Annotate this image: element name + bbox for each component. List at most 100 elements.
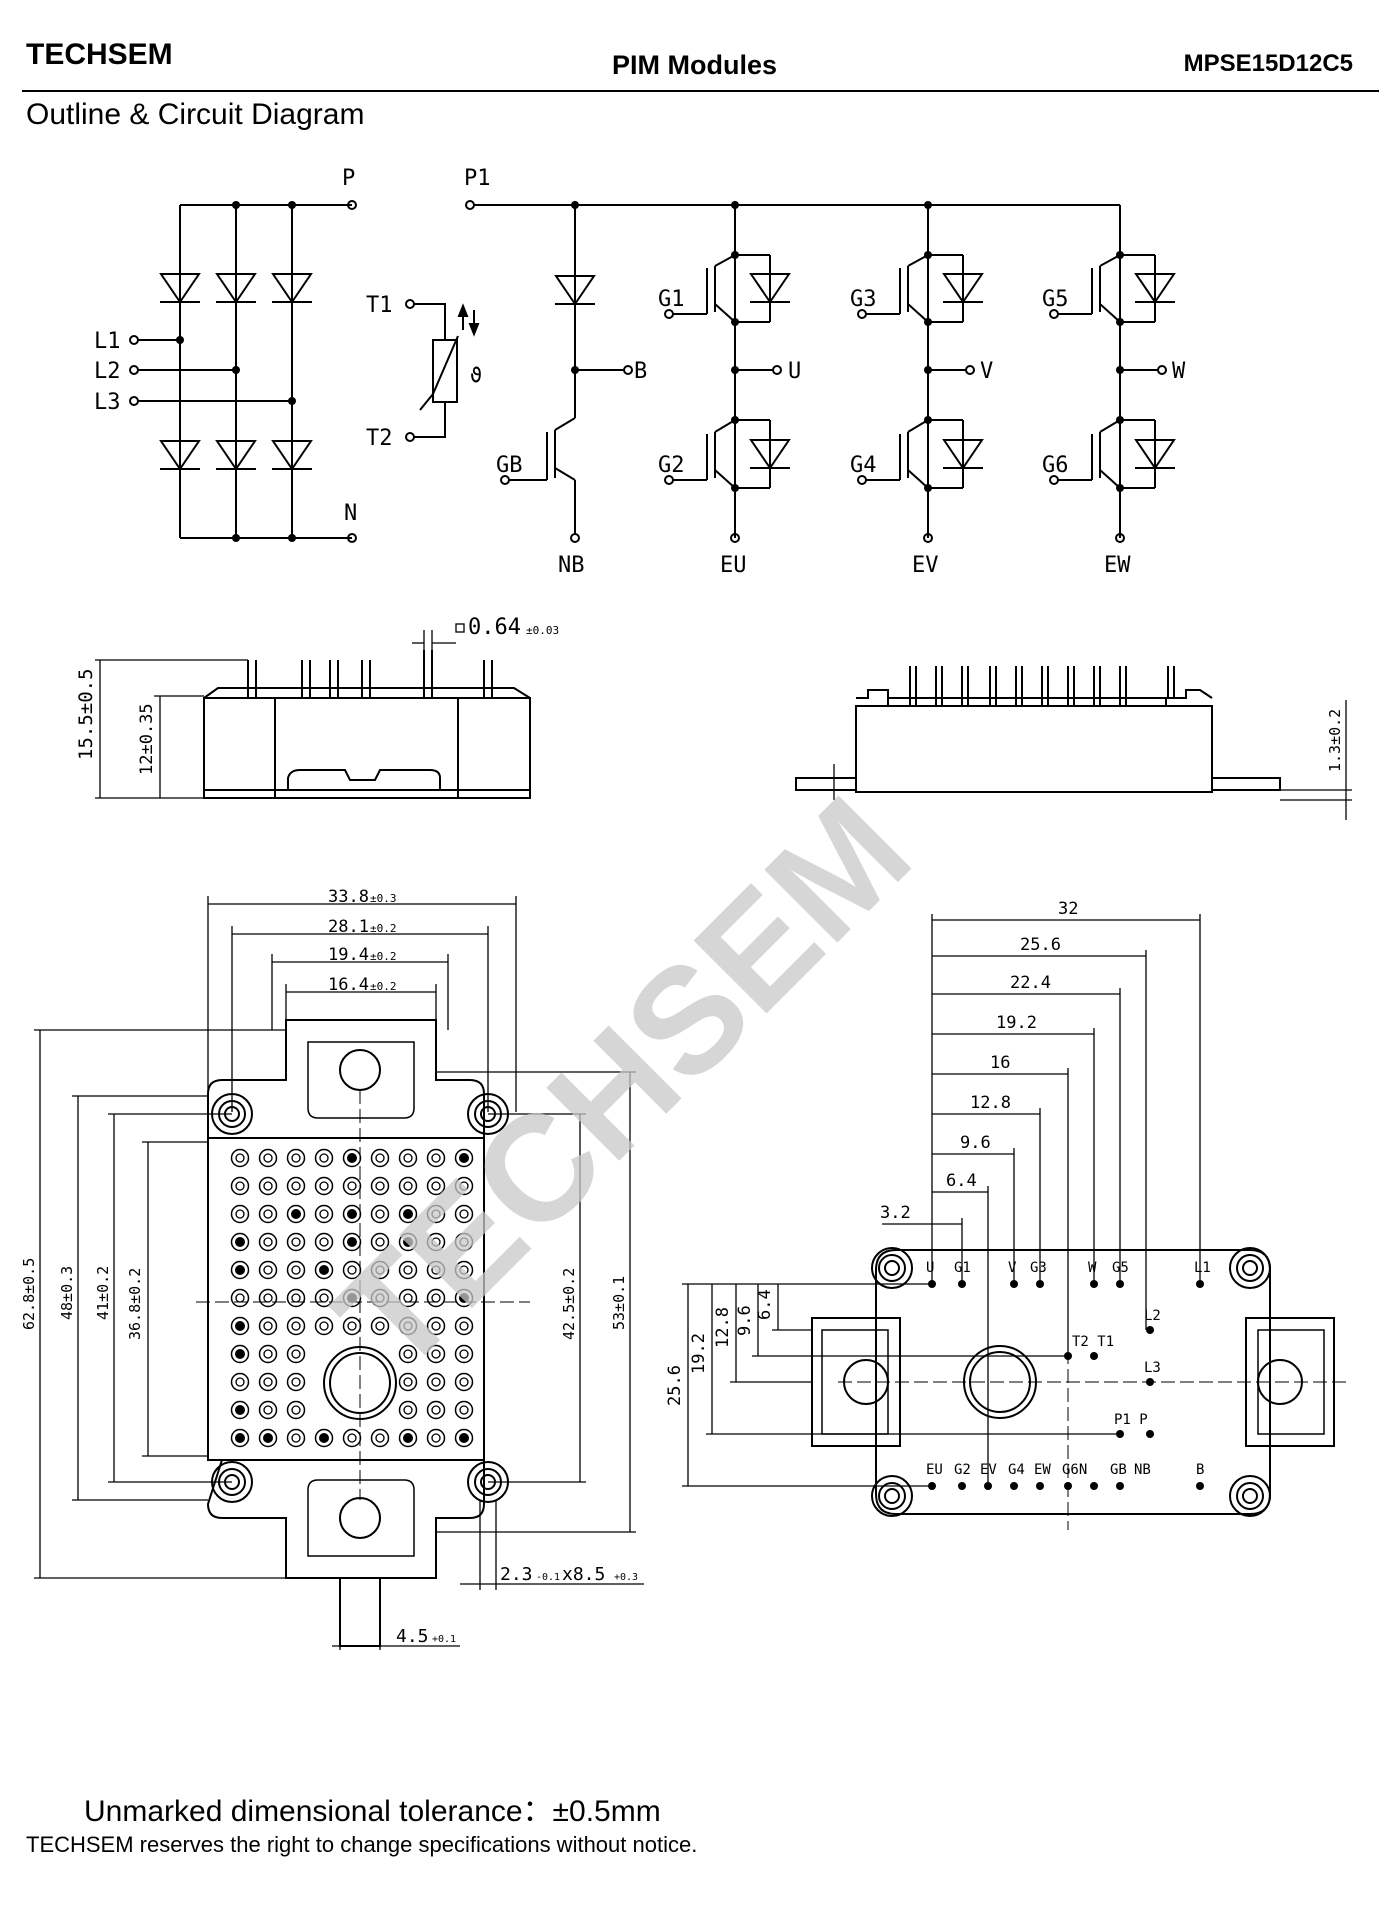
dim-pin-width: 0.64 bbox=[468, 615, 521, 640]
pin-label-u: U bbox=[926, 1260, 934, 1276]
pin-dim-y-25-6: 25.6 bbox=[665, 1365, 685, 1406]
dim-width-33-8: 33.8 bbox=[328, 887, 369, 907]
pin-label-v: V bbox=[1008, 1260, 1017, 1276]
dim-slot-width: 2.3 bbox=[500, 1564, 533, 1585]
pin-label-nb: NB bbox=[1134, 1462, 1151, 1478]
pin-label-l3: L3 bbox=[1144, 1360, 1161, 1376]
dim-height-42-5: 42.5±0.2 bbox=[560, 1268, 578, 1340]
pin-label-g5: G5 bbox=[1112, 1260, 1129, 1276]
terminal-label-l3: L3 bbox=[94, 390, 121, 415]
terminal-label-gb: GB bbox=[496, 453, 523, 478]
pin-label-gb: GB bbox=[1110, 1462, 1127, 1478]
terminal-label-g2: G2 bbox=[658, 453, 685, 478]
dim-pin-offset: 1.3±0.2 bbox=[1326, 709, 1344, 772]
dim-tab-width-tol: +0.1 bbox=[432, 1634, 456, 1645]
inverter-leg-w bbox=[1049, 251, 1176, 543]
pin-dim-y-6-4: 6.4 bbox=[755, 1289, 775, 1320]
terminal-label-g1: G1 bbox=[658, 287, 685, 312]
document-title: PIM Modules bbox=[612, 50, 778, 80]
pin-label-ew: EW bbox=[1034, 1462, 1051, 1478]
pin-dim-y-9-6: 9.6 bbox=[735, 1305, 755, 1336]
dim-width-19-4: 19.4 bbox=[328, 945, 369, 965]
terminal-label-g5: G5 bbox=[1042, 287, 1069, 312]
terminal-label-nb: NB bbox=[558, 553, 585, 578]
terminal-label-g6: G6 bbox=[1042, 453, 1069, 478]
terminal-label-g3: G3 bbox=[850, 287, 877, 312]
terminal-label-b: B bbox=[634, 359, 647, 384]
dim-width-33-8-tol: ±0.3 bbox=[370, 892, 397, 905]
pin-dim-3-2: 3.2 bbox=[880, 1203, 911, 1223]
dim-height-41: 41±0.2 bbox=[94, 1266, 112, 1320]
pin-label-g4: G4 bbox=[1008, 1462, 1025, 1478]
inverter-leg-v bbox=[857, 205, 984, 543]
brand-name: TECHSEM bbox=[26, 38, 173, 71]
pin-label-eu: EU bbox=[926, 1462, 943, 1478]
dim-slot-width-tol: -0.1 bbox=[536, 1572, 560, 1583]
pin-label-t2-t1: T2 T1 bbox=[1072, 1334, 1114, 1350]
pin-label-l1: L1 bbox=[1194, 1260, 1211, 1276]
inverter-leg-u bbox=[664, 205, 791, 543]
pin-dim-16: 16 bbox=[990, 1053, 1010, 1073]
pin-label-g6n: G6N bbox=[1062, 1462, 1087, 1478]
dim-height-62-8: 62.8±0.5 bbox=[20, 1258, 38, 1330]
pin-label-g3: G3 bbox=[1030, 1260, 1047, 1276]
pin-label-g1: G1 bbox=[954, 1260, 971, 1276]
dim-width-16-4: 16.4 bbox=[328, 975, 369, 995]
pin-label-l2: L2 bbox=[1144, 1308, 1161, 1324]
dim-total-height: 15.5±0.5 bbox=[75, 668, 97, 760]
dim-width-28-1: 28.1 bbox=[328, 917, 369, 937]
terminal-label-l2: L2 bbox=[94, 359, 121, 384]
pin-view-dimensions bbox=[682, 914, 1201, 1487]
pin-dim-32: 32 bbox=[1058, 899, 1078, 919]
side-view-right bbox=[795, 666, 1352, 820]
top-view-dimensions bbox=[34, 896, 644, 1650]
dim-slot-length-tol: +0.3 bbox=[614, 1572, 638, 1583]
dim-tab-width: 4.5 bbox=[396, 1626, 429, 1647]
pin-label-b: B bbox=[1196, 1462, 1204, 1478]
header-divider bbox=[22, 90, 1379, 92]
terminal-label-v: V bbox=[980, 359, 993, 384]
pin-dim-19-2: 19.2 bbox=[996, 1013, 1037, 1033]
pin-view-pins bbox=[928, 1280, 1204, 1490]
dim-width-19-4-tol: ±0.2 bbox=[370, 950, 397, 963]
disclaimer-notice: TECHSEM reserves the right to change spe… bbox=[26, 1832, 698, 1857]
dim-height-48: 48±0.3 bbox=[58, 1266, 76, 1320]
dim-width-16-4-tol: ±0.2 bbox=[370, 980, 397, 993]
pin-view-package bbox=[811, 1247, 1346, 1530]
pin-dim-y-19-2: 19.2 bbox=[689, 1333, 709, 1374]
dim-width-28-1-tol: ±0.2 bbox=[370, 922, 397, 935]
terminal-label-w: W bbox=[1172, 359, 1186, 384]
dim-height-36-8: 36.8±0.2 bbox=[126, 1268, 144, 1340]
pin-label-g2: G2 bbox=[954, 1462, 971, 1478]
terminal-label-p1: P1 bbox=[464, 166, 491, 191]
terminal-label-eu: EU bbox=[720, 553, 747, 578]
terminal-label-n: N bbox=[344, 501, 357, 526]
circuit-diagram bbox=[129, 200, 1176, 543]
tolerance-note: Unmarked dimensional tolerance：±0.5mm bbox=[84, 1795, 661, 1828]
terminal-label-ev: EV bbox=[912, 553, 939, 578]
thermistor-symbol: ϑ bbox=[470, 363, 482, 387]
terminal-label-t1: T1 bbox=[366, 293, 393, 318]
dim-height-53: 53±0.1 bbox=[610, 1276, 628, 1330]
terminal-label-g4: G4 bbox=[850, 453, 877, 478]
pin-dim-12-8: 12.8 bbox=[970, 1093, 1011, 1113]
terminal-label-p: P bbox=[342, 166, 355, 191]
terminal-label-ew: EW bbox=[1104, 553, 1131, 578]
pin-dim-22-4: 22.4 bbox=[1010, 973, 1051, 993]
pin-dim-9-6: 9.6 bbox=[960, 1133, 991, 1153]
dim-pin-width-tol: ±0.03 bbox=[526, 624, 559, 637]
pin-label-p1-p: P1 P bbox=[1114, 1412, 1148, 1428]
terminal-label-l1: L1 bbox=[94, 329, 121, 354]
dim-slot-length: x8.5 bbox=[562, 1564, 605, 1585]
pin-dim-6-4: 6.4 bbox=[946, 1171, 977, 1191]
terminal-label-u: U bbox=[788, 359, 801, 384]
dim-body-height: 12±0.35 bbox=[137, 703, 157, 775]
side-view-left bbox=[95, 623, 531, 799]
section-title: Outline & Circuit Diagram bbox=[26, 98, 365, 131]
terminal-label-t2: T2 bbox=[366, 426, 393, 451]
pin-label-w: W bbox=[1088, 1260, 1097, 1276]
pin-dim-y-12-8: 12.8 bbox=[713, 1307, 733, 1348]
pin-label-ev: EV bbox=[980, 1462, 997, 1478]
pin-dim-25-6: 25.6 bbox=[1020, 935, 1061, 955]
